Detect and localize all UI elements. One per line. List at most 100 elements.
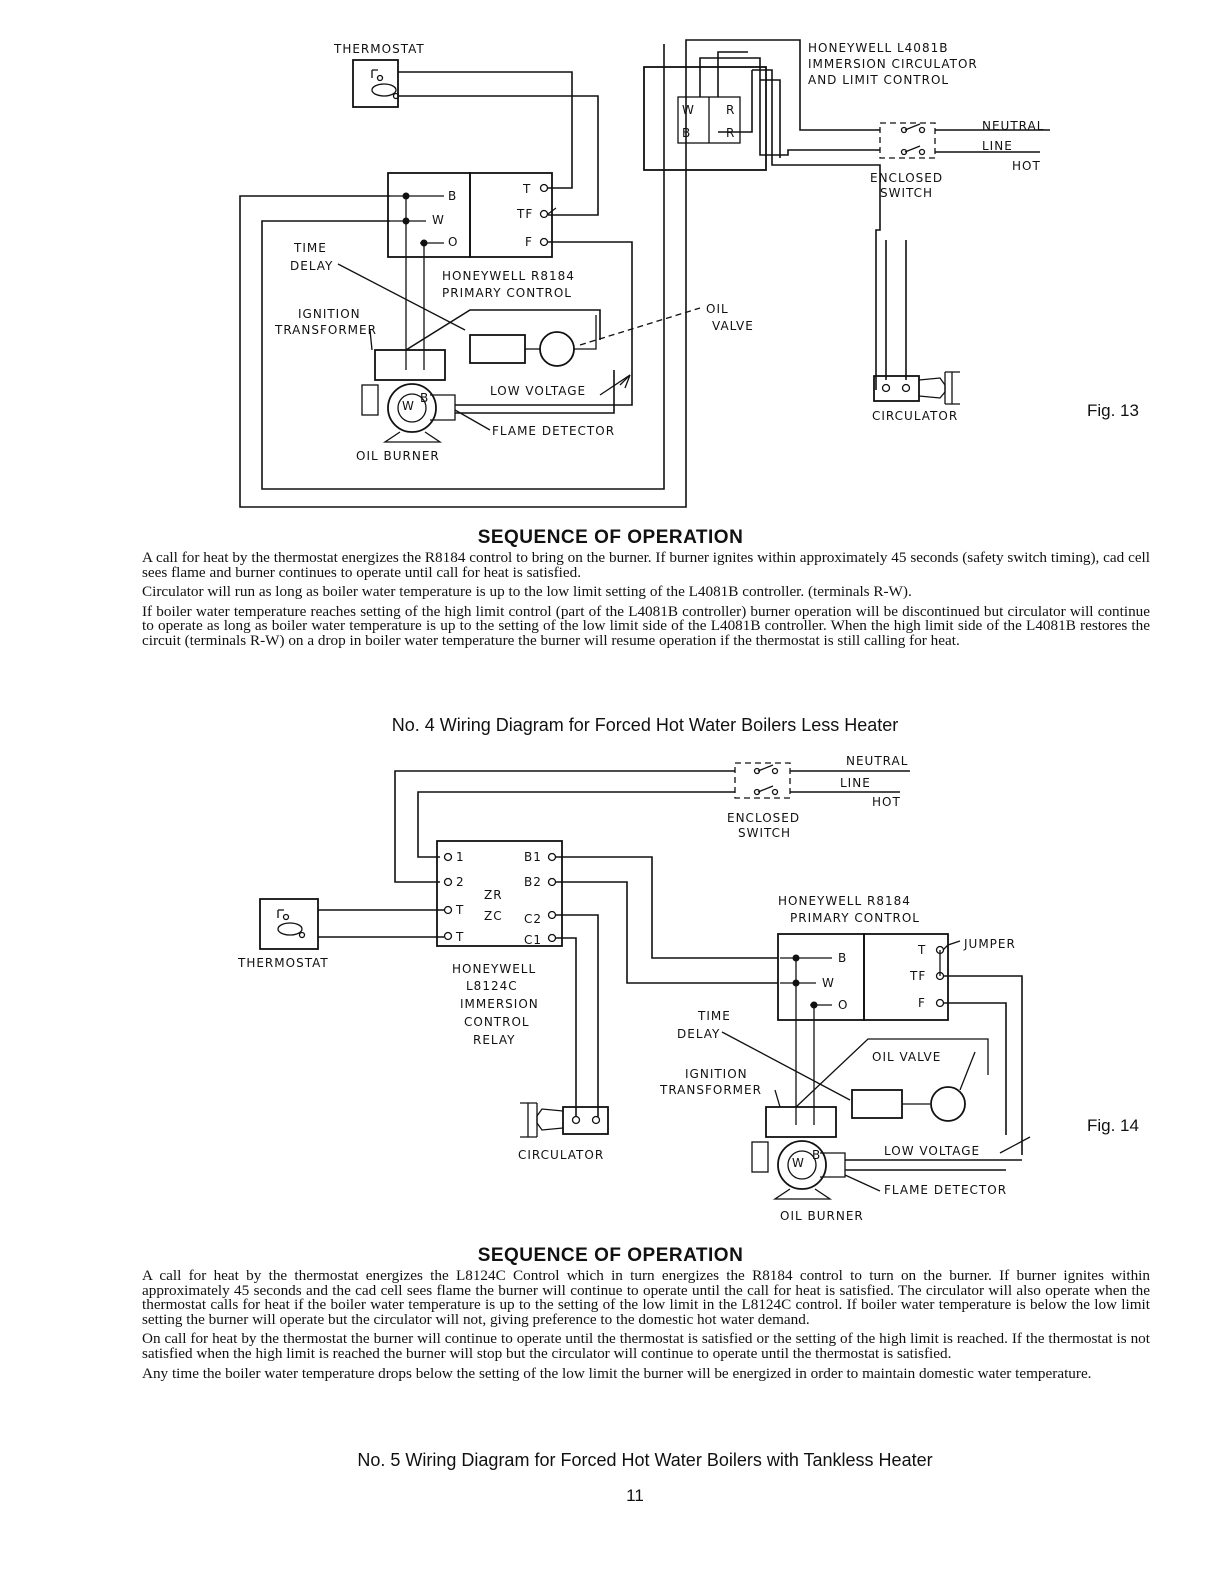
thermostat-symbol: [352, 59, 400, 108]
fig14-l8124c-label-3: IMMERSION: [460, 997, 539, 1011]
fig14-l8124c-label-5: RELAY: [473, 1033, 516, 1047]
fig14-terminal-f: F: [918, 996, 926, 1010]
fig14-terminal-o: O: [838, 998, 848, 1012]
sequence2-paragraph-1: A call for heat by the thermostat energi…: [142, 1267, 1150, 1328]
fig14-terminal-t1: T: [455, 903, 464, 917]
wiring-diagram-fig14: NEUTRAL LINE HOT ENCLOSED SWITCH 1 2 T T…: [237, 754, 1031, 1223]
fig14-r8184-label-1: HONEYWELL R8184: [778, 894, 911, 908]
fig13-oil-burner-label: OIL BURNER: [356, 449, 440, 463]
fig14-flame-detector-label: FLAME DETECTOR: [884, 1183, 1007, 1197]
fig14-terminal-2: 2: [456, 875, 465, 889]
fig13-low-voltage-label: LOW VOLTAGE: [490, 384, 586, 398]
fig14-circulator-label: CIRCULATOR: [518, 1148, 604, 1162]
fig14-transformer-label: TRANSFORMER: [659, 1083, 762, 1097]
fig14-switch-label: SWITCH: [738, 826, 791, 840]
fig13-line-label: LINE: [982, 139, 1013, 153]
fig14-terminal-1: 1: [456, 850, 465, 864]
fig13-time-label: TIME: [293, 241, 327, 255]
fig14-transformer-box: [851, 1089, 903, 1119]
fig14-terminal-b2: B2: [524, 875, 542, 889]
fig13-r8184-right-box: [469, 172, 553, 258]
fig13-hot-label: HOT: [1012, 159, 1041, 173]
sequence1-paragraph-3: If boiler water temperature reaches sett…: [142, 602, 1150, 649]
fig13-thermostat-label: THERMOSTAT: [333, 42, 425, 56]
fig13-terminal-w: W: [432, 213, 445, 227]
fig14-terminal-t2: T: [455, 930, 464, 944]
fig14-line-label: LINE: [840, 776, 871, 790]
fig13-transformer-box: [469, 334, 526, 364]
fig14-terminal-c1: C1: [524, 933, 542, 947]
fig13-valve-label: VALVE: [712, 319, 754, 333]
fig13-l4081b-w: W: [682, 103, 695, 117]
fig14-terminal-b: B: [838, 951, 847, 965]
fig14-thermostat-symbol: [259, 898, 319, 950]
fig13-terminal-tf: TF: [516, 207, 533, 221]
fig14-enclosed-switch: [734, 762, 910, 799]
fig13-r8184-label-1: HONEYWELL R8184: [442, 269, 575, 283]
fig14-oil-valve-label: OIL VALVE: [872, 1050, 941, 1064]
fig14-hot-label: HOT: [872, 795, 901, 809]
fig14-terminal-t: T: [917, 943, 926, 957]
fig13-enclosed-label: ENCLOSED: [870, 171, 943, 185]
fig14-l8124c-label-1: HONEYWELL: [452, 962, 536, 976]
fig14-r8184-left-box: [777, 933, 865, 1021]
fig13-transformer-label: TRANSFORMER: [274, 323, 377, 337]
fig14-jumper-label: JUMPER: [963, 937, 1016, 951]
fig13-switch-label: SWITCH: [880, 186, 933, 200]
fig13-terminal-b: B: [448, 189, 457, 203]
sequence2-paragraph-3: Any time the boiler water temperature dr…: [142, 1364, 1092, 1382]
fig13-l4081b-label-2: IMMERSION CIRCULATOR: [808, 57, 978, 71]
fig14-burner-b: B: [812, 1148, 821, 1162]
fig13-circulator-symbol: [873, 240, 960, 405]
sequence2-text: A call for heat by the thermostat energi…: [142, 1267, 1150, 1386]
fig14-l8124c-box: [436, 840, 563, 947]
fig14-terminal-w: W: [822, 976, 835, 990]
sequence2-paragraph-2: On call for heat by the thermostat the b…: [142, 1330, 1150, 1362]
fig14-terminal-b1: B1: [524, 850, 542, 864]
fig14-terminal-tf: TF: [909, 969, 926, 983]
fig14-terminal-zc: ZC: [484, 909, 503, 923]
fig13-l4081b-r1: R: [726, 103, 735, 117]
fig13-enclosed-switch: [879, 122, 1050, 159]
fig14-oil-valve-symbol: [930, 1086, 966, 1122]
fig13-circulator-label: CIRCULATOR: [872, 409, 958, 423]
fig13-delay-label: DELAY: [290, 259, 333, 273]
fig14-circulator-symbol: [520, 1102, 609, 1138]
fig14-burner-w: W: [792, 1156, 805, 1170]
fig14-delay-label: DELAY: [677, 1027, 720, 1041]
page-number: 11: [626, 1486, 644, 1505]
fig14-terminal-zr: ZR: [484, 888, 503, 902]
fig13-oil-valve-symbol: [539, 331, 575, 367]
fig14-oil-burner-symbol: W B: [751, 1106, 846, 1200]
fig13-oil-burner-symbol: W B: [361, 349, 456, 443]
fig14-l8124c-label-2: L8124C: [466, 979, 518, 993]
fig13-r8184-label-2: PRIMARY CONTROL: [442, 286, 572, 300]
fig13-flame-detector-label: FLAME DETECTOR: [492, 424, 615, 438]
fig14-label: Fig. 14: [1087, 1116, 1139, 1135]
fig14-low-voltage-label: LOW VOLTAGE: [884, 1144, 980, 1158]
sequence1-paragraph-2: Circulator will run as long as boiler wa…: [142, 583, 912, 601]
fig14-time-label: TIME: [697, 1009, 731, 1023]
fig13-terminal-t: T: [522, 182, 531, 196]
sequence2-heading: SEQUENCE OF OPERATION: [477, 1245, 744, 1266]
fig13-l4081b-box: [643, 66, 767, 171]
fig13-burner-b: B: [420, 391, 429, 405]
fig14-oil-burner-label: OIL BURNER: [780, 1209, 864, 1223]
fig13-burner-w: W: [402, 399, 415, 413]
fig14-enclosed-label: ENCLOSED: [727, 811, 800, 825]
fig14-l8124c-label-4: CONTROL: [464, 1015, 530, 1029]
fig14-r8184-right-box: [863, 933, 949, 1021]
wiring-diagram-fig13: THERMOSTAT B W O T TF F W R B R HONEYWEL…: [239, 39, 1050, 508]
fig14-neutral-label: NEUTRAL: [846, 754, 908, 768]
fig13-l4081b-r2: R: [726, 126, 735, 140]
caption-no4: No. 4 Wiring Diagram for Forced Hot Wate…: [391, 715, 899, 735]
fig14-thermostat-label: THERMOSTAT: [237, 956, 329, 970]
sequence1-paragraph-1: A call for heat by the thermostat energi…: [142, 549, 1150, 581]
fig13-neutral-label: NEUTRAL: [982, 119, 1044, 133]
fig13-ignition-label: IGNITION: [298, 307, 361, 321]
fig13-l4081b-label-3: AND LIMIT CONTROL: [808, 73, 949, 87]
fig13-label: Fig. 13: [1087, 401, 1139, 420]
caption-no5: No. 5 Wiring Diagram for Forced Hot Wate…: [357, 1450, 933, 1470]
fig13-oil-label: OIL: [706, 302, 729, 316]
fig13-terminal-f: F: [525, 235, 533, 249]
